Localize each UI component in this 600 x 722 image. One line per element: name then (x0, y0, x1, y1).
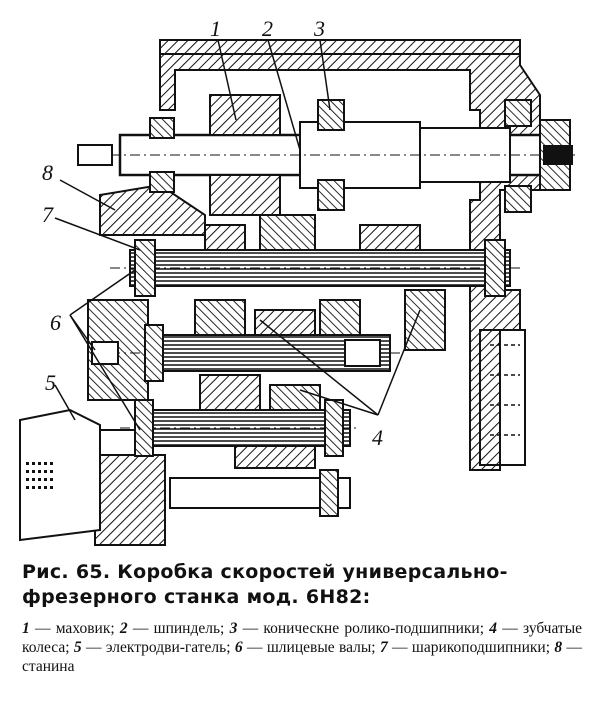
callout-4: 4 (372, 425, 383, 450)
figure-caption-title: Рис. 65. Коробка скоростей универсально-… (22, 560, 582, 610)
legend-text-1: — маховик; (29, 620, 120, 637)
legend-text-2: — шпиндель; (127, 620, 230, 637)
callout-3: 3 (313, 16, 325, 41)
legend-num-4: 4 (489, 620, 498, 637)
legend-num-8: 8 (554, 639, 563, 656)
legend-num-7: 7 (379, 639, 388, 656)
callout-2: 2 (262, 16, 273, 41)
legend-text-5: — электродви-гатель; (81, 639, 235, 656)
callout-5: 5 (45, 370, 56, 395)
callout-7: 7 (42, 202, 54, 227)
legend-num-6: 6 (234, 639, 243, 656)
housing-frame (87, 39, 541, 546)
legend-text-8: — станина (22, 639, 583, 675)
caption-title-line-1: Рис. 65. Коробка скоростей универсально- (22, 561, 508, 583)
legend-text-3: — коническне ролико-подшипники; (237, 620, 490, 637)
spindle-shaft (77, 119, 575, 191)
legend-num-2: 2 (119, 620, 128, 637)
callout-6: 6 (50, 310, 61, 335)
callout-8: 8 (42, 160, 53, 185)
legend-text-4: — зубчатые колеса; (22, 620, 582, 656)
callout-1: 1 (210, 16, 221, 41)
legend-text-6: — шлицевые валы; (242, 639, 380, 656)
caption-title-line-2: фрезерного станка мод. 6Н82: (22, 586, 371, 608)
legend-num-5: 5 (73, 639, 82, 656)
legend-num-1: 1 (22, 620, 30, 637)
leader-lines (54, 39, 421, 431)
electric-motor (19, 408, 135, 542)
ball-bearings (134, 239, 506, 517)
gearbox-drawing: 1 2 3 4 5 6 7 8 (19, 16, 575, 546)
tapered-roller-bearings (149, 99, 532, 213)
legend-num-3: 3 (229, 620, 238, 637)
figure-legend: 1 — маховик; 2 — шпиндель; 3 — коническн… (22, 619, 582, 676)
gear-wheels (194, 214, 446, 469)
flywheel (209, 94, 281, 216)
legend-text-7: — шарикоподшипники; (387, 639, 555, 656)
